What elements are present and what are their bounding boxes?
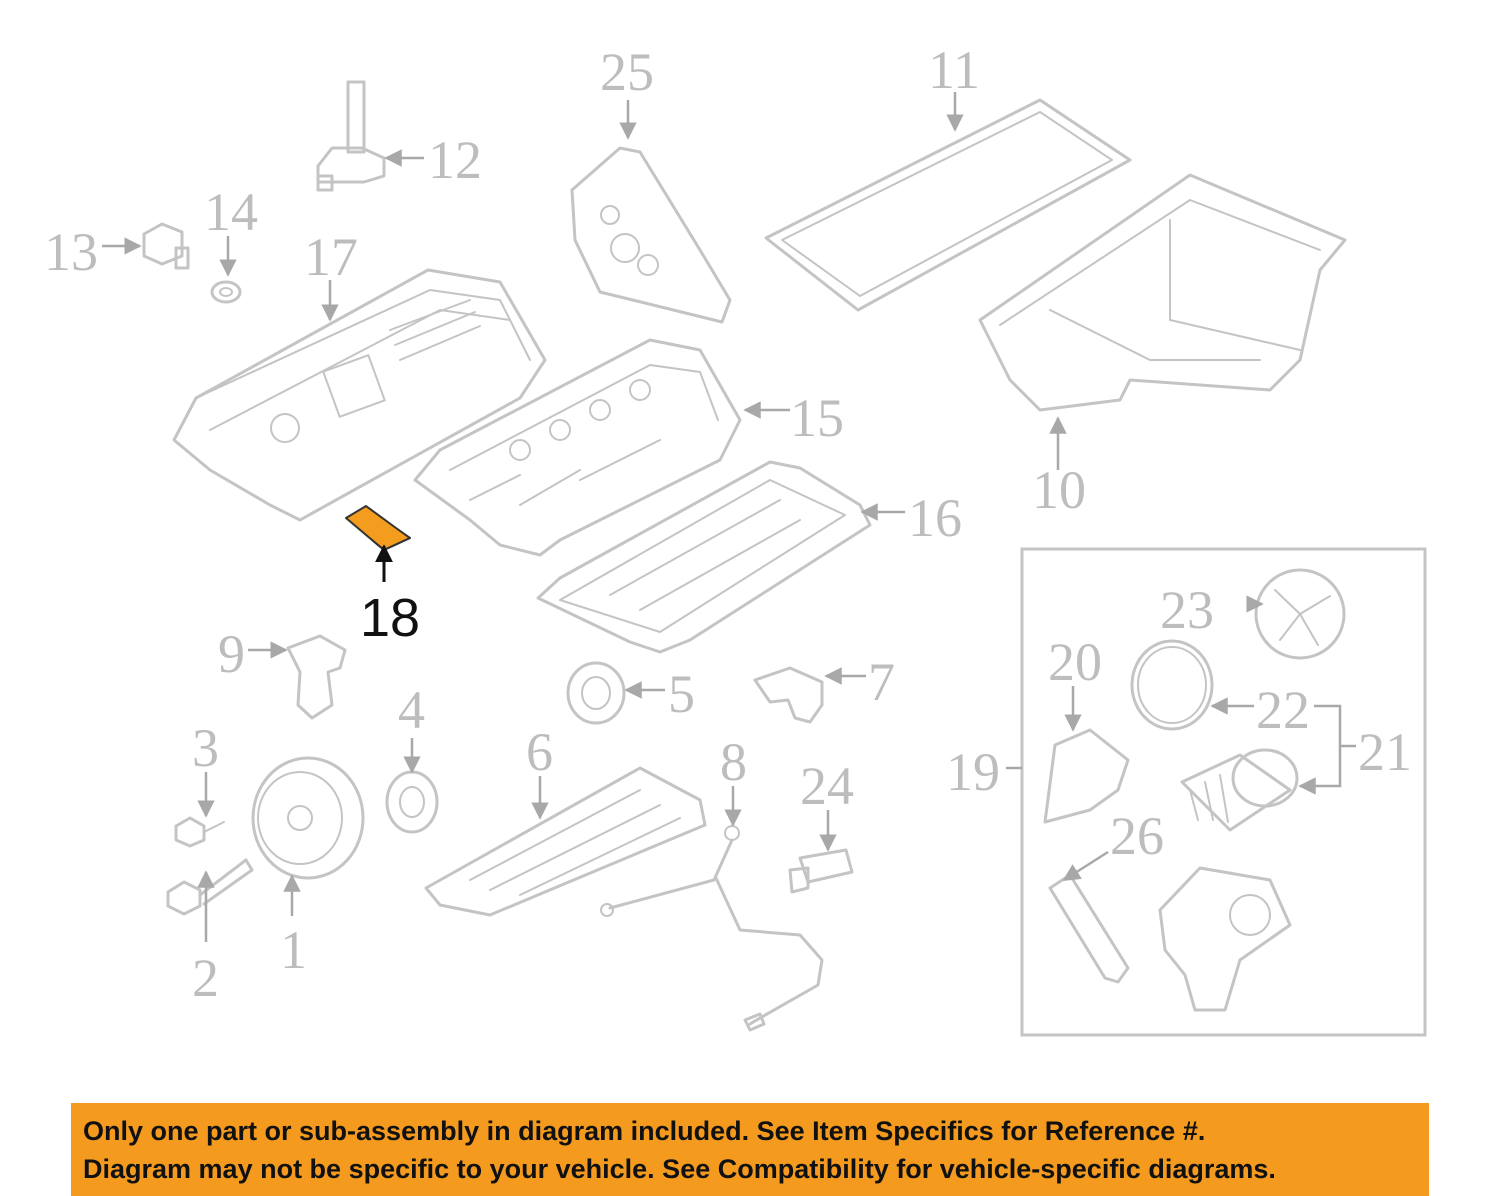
part-22-o-ring <box>1130 639 1214 731</box>
part-9-sensor <box>286 634 347 720</box>
part-3-bolt <box>174 816 225 848</box>
part-10-oil-pan <box>978 173 1347 412</box>
label-15: 15 <box>790 388 844 448</box>
part-21-filter-element <box>1180 748 1299 832</box>
part-11-oil-pan-gasket <box>764 98 1132 312</box>
disclaimer-banner: Only one part or sub-assembly in diagram… <box>71 1103 1429 1196</box>
part-5-seal <box>566 661 626 725</box>
part-15-valve-cover <box>413 338 742 557</box>
label-16: 16 <box>908 488 962 548</box>
disclaimer-line-2: Diagram may not be specific to your vehi… <box>83 1153 1276 1184</box>
label-10: 10 <box>1032 460 1086 520</box>
part-13-bolt <box>142 222 190 270</box>
label-8: 8 <box>720 732 747 792</box>
part-1-pulley <box>251 756 365 880</box>
part-14-washer <box>210 280 242 304</box>
label-22: 22 <box>1256 680 1310 740</box>
part-25-vanos-unit <box>570 146 732 324</box>
part-23-filter-cap <box>1254 568 1346 660</box>
label-11: 11 <box>928 40 980 100</box>
label-23: 23 <box>1160 580 1214 640</box>
label-17: 17 <box>304 227 358 287</box>
label-21: 21 <box>1358 722 1412 782</box>
label-4: 4 <box>398 680 425 740</box>
part-16-valve-cover-gasket <box>536 460 872 654</box>
part-20-gasket <box>1043 728 1130 824</box>
disclaimer-line-1: Only one part or sub-assembly in diagram… <box>83 1115 1206 1146</box>
label-3: 3 <box>192 718 219 778</box>
label-20: 20 <box>1048 632 1102 692</box>
label-19: 19 <box>946 742 1000 802</box>
part-4-seal <box>385 770 439 834</box>
part-24-sensor <box>788 848 854 894</box>
label-2: 2 <box>192 948 219 1008</box>
label-13: 13 <box>44 222 98 282</box>
part-2-bolt <box>166 858 254 916</box>
part-19-oil-filter-housing <box>1158 866 1292 1012</box>
label-6: 6 <box>526 722 553 782</box>
parts-diagram: 25 11 12 13 14 17 15 10 16 18 9 7 5 4 3 … <box>44 40 1427 1037</box>
part-6-windage-tray <box>424 766 707 917</box>
label-24: 24 <box>800 756 854 816</box>
label-7: 7 <box>868 652 895 712</box>
label-18: 18 <box>360 588 420 648</box>
label-14: 14 <box>204 182 258 242</box>
part-26-gasket <box>1048 873 1130 984</box>
part-8-dipstick-sensor <box>600 825 824 1032</box>
part-19-filter-housing-box <box>1020 547 1427 1037</box>
label-5: 5 <box>668 664 695 724</box>
label-12: 12 <box>428 130 482 190</box>
label-9: 9 <box>218 624 245 684</box>
label-26: 26 <box>1110 806 1164 866</box>
label-1: 1 <box>280 920 307 980</box>
part-18-bracket <box>345 505 411 552</box>
label-25: 25 <box>600 42 654 102</box>
part-7-sensor <box>753 666 824 724</box>
part-12-ignition-coil <box>316 80 386 192</box>
part-17-engine-cover <box>172 268 547 522</box>
